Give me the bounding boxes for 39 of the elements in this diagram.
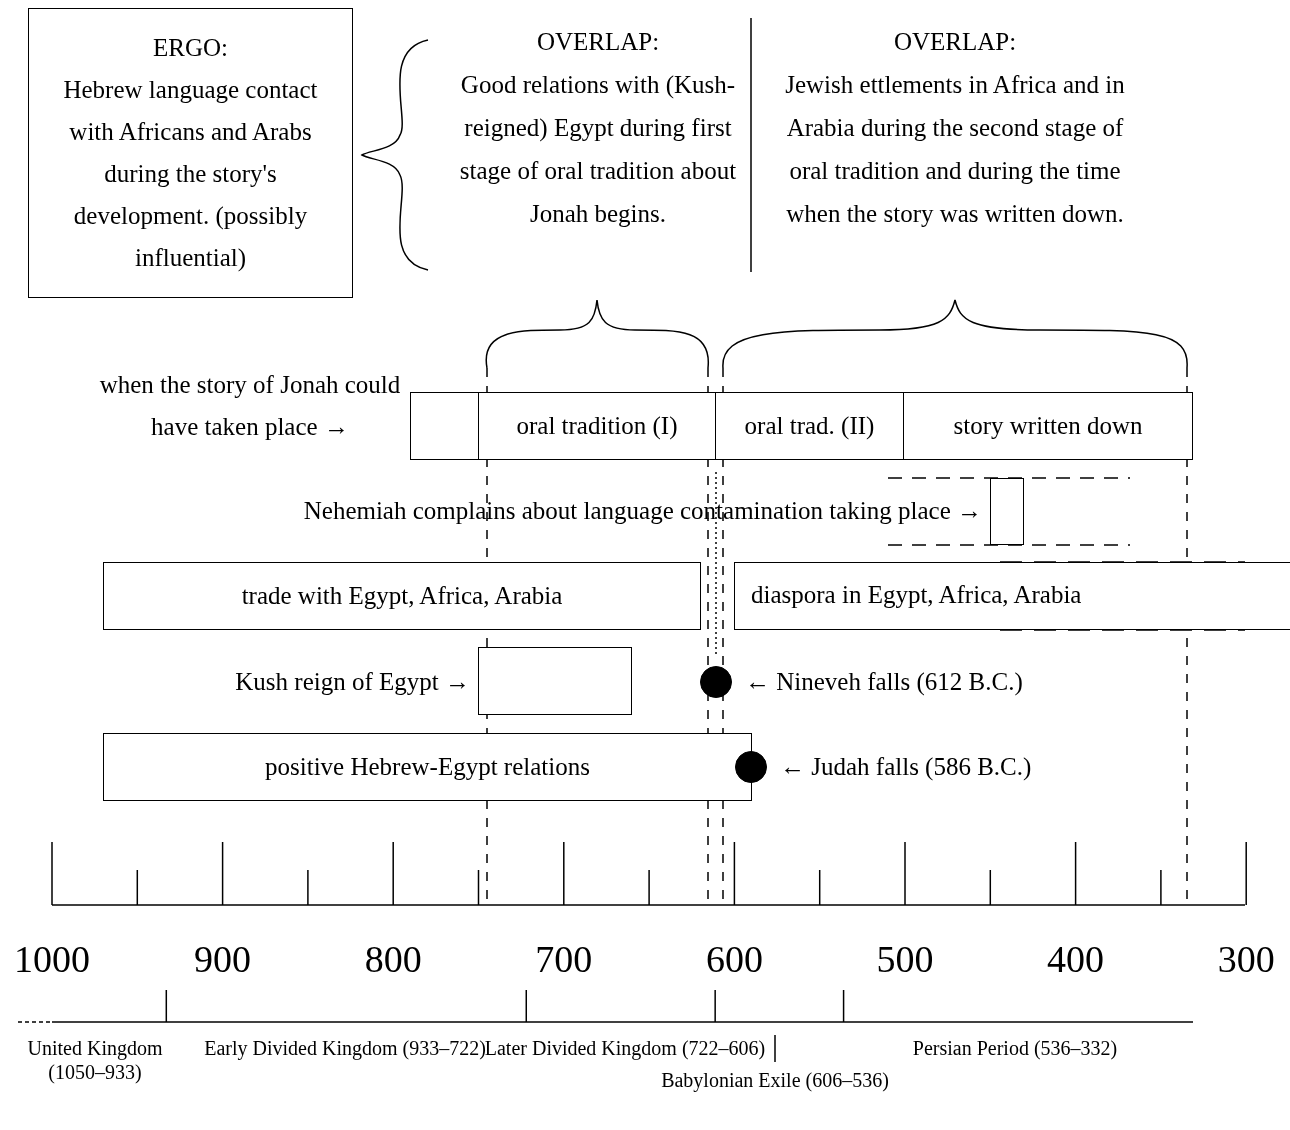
- annotation-text: Kush reign of Egypt →: [234, 667, 470, 697]
- period-label: Persian Period (536–332): [911, 1036, 1119, 1060]
- year-label: 500: [875, 937, 935, 982]
- bar-label: trade with Egypt, Africa, Arabia: [241, 581, 563, 611]
- period-bar: [103, 733, 752, 801]
- bar-label: positive Hebrew-Egypt relations: [265, 752, 590, 782]
- year-label: 700: [534, 937, 594, 982]
- period-bar: [103, 562, 701, 630]
- annotation-text: when the story of Jonah could have taken place →: [98, 370, 402, 442]
- timeline-segment: [410, 392, 479, 460]
- period-label: United Kingdom (1050–933): [26, 1036, 164, 1084]
- event-marker: [990, 478, 1024, 545]
- bar-label: story written down: [953, 411, 1143, 441]
- event-dot: [700, 666, 732, 698]
- timeline-segment: [903, 392, 1193, 460]
- bar-label: oral trad. (II): [744, 411, 875, 442]
- year-label: 800: [363, 937, 423, 982]
- year-label: 600: [704, 937, 764, 982]
- year-label: 900: [193, 937, 253, 982]
- timeline-segment: [478, 392, 716, 460]
- period-label: Babylonian Exile (606–536): [660, 1068, 890, 1092]
- box-heading: ERGO:: [153, 33, 228, 63]
- year-label: 1000: [13, 937, 91, 982]
- year-label: 300: [1216, 937, 1276, 982]
- annotation-text: ← Judah falls (586 B.C.): [780, 752, 1033, 783]
- year-label: 400: [1046, 937, 1106, 982]
- box-text: Hebrew language contact with Africans and Arabs during the story's development. (possibly influential): [62, 75, 319, 273]
- overlap-note: Jewish ettlements in Africa and in Arabia during the second stage of oral tradition and during the time when the story was written down.: [784, 70, 1126, 229]
- annotation-text: ← Nineveh falls (612 B.C.): [745, 667, 1024, 698]
- timeline-segment: [715, 392, 904, 460]
- bar-label: oral tradition (I): [516, 411, 678, 442]
- overlap-note: Good relations with (Kush-reigned) Egypt during first stage of oral tradition about Jonah begins.: [458, 70, 738, 229]
- heading: OVERLAP:: [892, 27, 1018, 57]
- annotation-text: Nehemiah complains about language contamination taking place →: [302, 496, 982, 526]
- period-bar: [734, 562, 1290, 630]
- period-bar: [478, 647, 632, 715]
- heading: OVERLAP:: [535, 27, 661, 57]
- conclusion-box: [28, 8, 353, 298]
- bar-label: diaspora in Egypt, Africa, Arabia: [751, 580, 1082, 610]
